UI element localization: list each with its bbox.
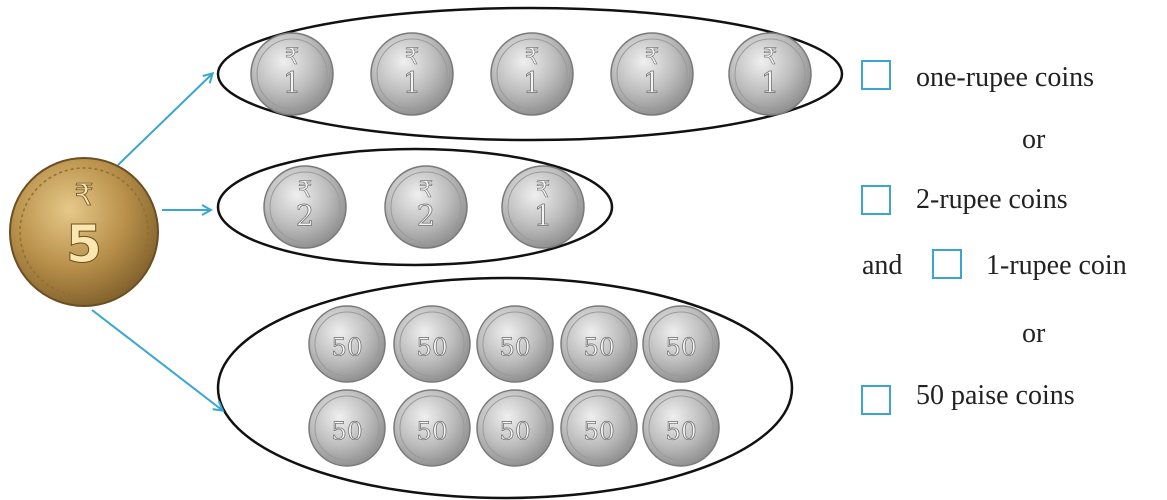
coin-value: 50 — [331, 416, 362, 445]
group-one-rupee-coins: ₹1 ₹1 ₹1 ₹1 ₹1 — [251, 33, 811, 115]
one-rupee-coin: ₹1 — [502, 166, 584, 248]
one-rupee-coin: ₹1 — [611, 33, 693, 115]
fifty-paise-coin: 50 — [394, 306, 470, 382]
big-coin-value: 5 — [66, 215, 102, 275]
fifty-paise-coin: 50 — [561, 306, 637, 382]
coin-value: 50 — [499, 332, 530, 361]
fifty-paise-coin: 50 — [643, 306, 719, 382]
five-rupee-coin: ₹ 5 — [10, 158, 158, 306]
fifty-paise-coin: 50 — [561, 390, 637, 466]
fifty-paise-coin: 50 — [643, 390, 719, 466]
coin-value: 1 — [523, 65, 541, 99]
coin-value: 50 — [499, 416, 530, 445]
fifty-paise-coin: 50 — [477, 390, 553, 466]
one-rupee-coin: ₹1 — [729, 33, 811, 115]
coin-value: 50 — [583, 332, 614, 361]
group-fifty-paise-coins: 50 50 50 50 50 50 50 50 50 50 — [309, 306, 719, 466]
coin-value: 1 — [761, 65, 779, 99]
label-or-1: or — [1022, 126, 1045, 154]
answer-box-one-rupee-coin[interactable] — [932, 249, 962, 279]
two-rupee-coin: ₹2 — [385, 166, 467, 248]
coin-value: 50 — [665, 332, 696, 361]
arrow-to-group-3 — [92, 310, 222, 410]
answer-box-two-rupee[interactable] — [861, 185, 891, 215]
coin-value: 50 — [416, 332, 447, 361]
coin-value: 1 — [643, 65, 661, 99]
coin-value: 1 — [403, 65, 421, 99]
one-rupee-coin: ₹1 — [251, 33, 333, 115]
coin-value: 1 — [283, 65, 301, 99]
coin-value: 50 — [583, 416, 614, 445]
coin-value: 1 — [534, 198, 552, 232]
fifty-paise-coin: 50 — [477, 306, 553, 382]
coin-value: 2 — [417, 198, 435, 232]
coin-value: 50 — [331, 332, 362, 361]
label-one-rupee-coin: 1-rupee coin — [986, 252, 1127, 280]
two-rupee-coin: ₹2 — [264, 166, 346, 248]
fifty-paise-coin: 50 — [309, 390, 385, 466]
coin-value: 2 — [296, 198, 314, 232]
big-coin-symbol: ₹ — [74, 178, 93, 213]
arrow-to-group-1 — [118, 74, 212, 165]
fifty-paise-coin: 50 — [394, 390, 470, 466]
label-fifty-paise-coins: 50 paise coins — [916, 382, 1075, 410]
one-rupee-coin: ₹1 — [371, 33, 453, 115]
coin-value: 50 — [416, 416, 447, 445]
label-and: and — [862, 252, 902, 280]
answer-box-fifty-paise[interactable] — [861, 385, 891, 415]
label-or-2: or — [1022, 320, 1045, 348]
group-two-rupee-coins: ₹2 ₹2 ₹1 — [264, 166, 584, 248]
coin-value: 50 — [665, 416, 696, 445]
one-rupee-coin: ₹1 — [491, 33, 573, 115]
label-two-rupee-coins: 2-rupee coins — [916, 186, 1068, 214]
label-one-rupee-coins: one-rupee coins — [916, 64, 1094, 92]
answer-box-one-rupee[interactable] — [861, 60, 891, 90]
fifty-paise-coin: 50 — [309, 306, 385, 382]
